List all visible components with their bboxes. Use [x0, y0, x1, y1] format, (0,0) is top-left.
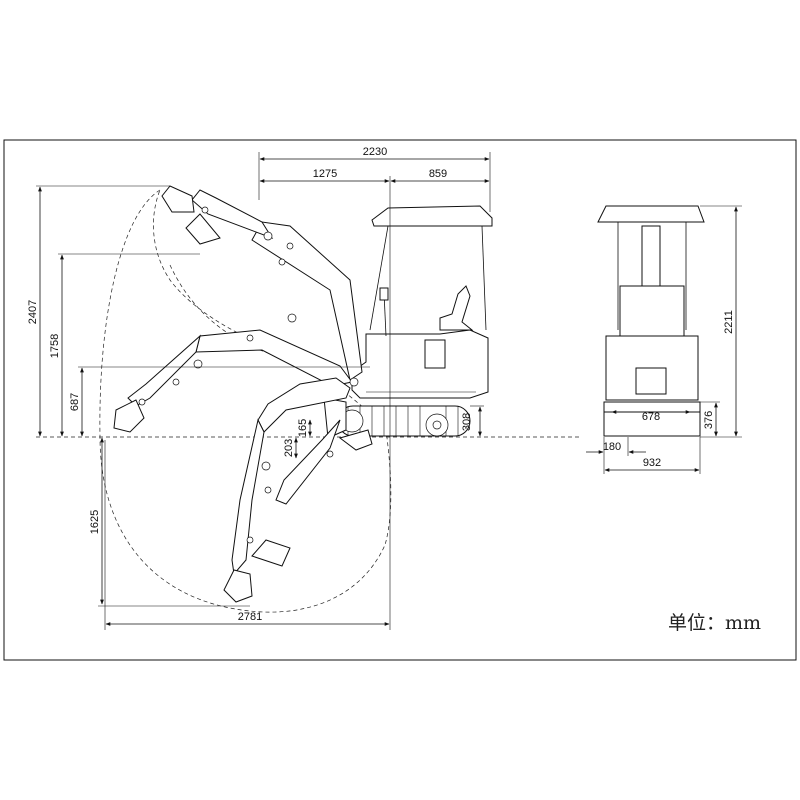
operator-seat: [439, 285, 474, 331]
dim-overall-height: 2211: [723, 310, 735, 334]
front-cab-frame: [619, 285, 685, 337]
bucket-raised-2: [185, 213, 221, 245]
dim-max-dump-height: 1758: [49, 334, 61, 358]
front-view-excavator: [597, 205, 705, 437]
dim-track-height: 308: [461, 413, 473, 431]
bucket-lowered-2: [251, 539, 291, 567]
dozer-blade: [323, 397, 347, 439]
counterweight-panel: [424, 339, 446, 369]
canopy-post-front: [369, 225, 389, 331]
unit-label: 单位：mm: [668, 612, 761, 634]
front-track: [603, 411, 701, 437]
canopy-roof: [371, 205, 493, 227]
dim-track-width: 180: [603, 441, 621, 453]
dim-overall-width: 932: [643, 457, 661, 469]
side-view-excavator: [113, 185, 493, 603]
bucket-raised: [161, 185, 195, 213]
dim-depth-front: 687: [69, 393, 81, 411]
sprocket-hub: [432, 420, 442, 430]
pivot-pins: [138, 206, 359, 544]
front-bucket: [635, 367, 667, 395]
dim-rear-length: 859: [429, 168, 447, 180]
dim-max-reach-height: 2407: [27, 300, 39, 324]
arm-lowered: [231, 418, 265, 576]
dim-max-reach: 2781: [238, 611, 262, 623]
arm-horizontal: [127, 334, 201, 407]
bucket-lowered-3: [338, 429, 373, 451]
dim-ground-clearance: 376: [703, 411, 715, 429]
dim-track-gauge: 678: [642, 411, 660, 423]
upper-body: [351, 329, 489, 399]
dim-overall-length: 2230: [363, 146, 387, 158]
bucket-lowered: [223, 569, 253, 603]
dim-blade-lift: 165: [297, 419, 309, 437]
bucket-horizontal: [113, 399, 145, 433]
canopy-post-rear: [481, 225, 487, 331]
working-envelope: [99, 189, 392, 613]
drawing-frame: [3, 139, 797, 661]
boom-horizontal: [195, 329, 353, 387]
dim-front-length: 1275: [313, 168, 337, 180]
boom-raised: [251, 221, 363, 381]
dim-blade-depth: 203: [283, 439, 295, 457]
dim-max-dig-depth: 1625: [89, 510, 101, 534]
front-canopy-roof: [597, 205, 705, 223]
lever-grip: [379, 287, 389, 301]
arm-lowered-2: [275, 419, 341, 505]
